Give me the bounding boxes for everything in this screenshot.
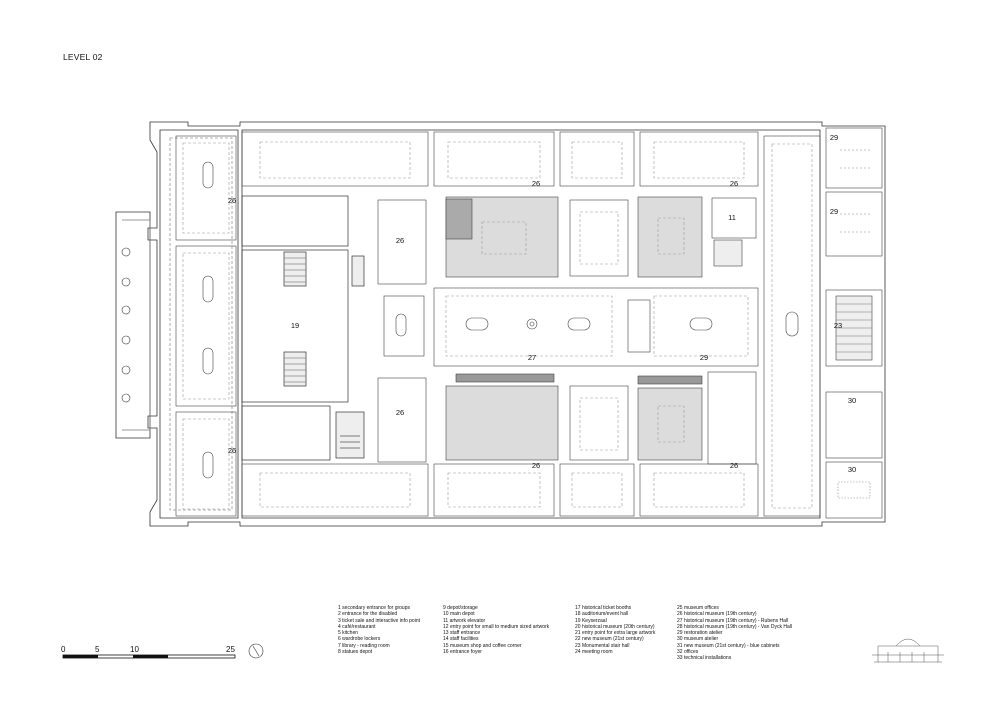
legend-item: 16 entrance foyer — [443, 649, 482, 656]
legend-item: 22 new museum (21st century) — [575, 636, 644, 643]
room-label: 26 — [228, 446, 236, 455]
scale-label: 5 — [95, 645, 100, 654]
north-galleries — [241, 131, 759, 187]
keyserzaal-block — [241, 195, 365, 461]
legend-item: 14 staff facilities — [443, 636, 479, 643]
scale-label: 10 — [130, 645, 139, 654]
legend-item: 2 entrance for the disabled — [338, 611, 398, 618]
room-label: 30 — [848, 396, 856, 405]
room-label: 26 — [396, 236, 404, 245]
room-label: 26 — [532, 179, 540, 188]
room-label: 26 — [730, 461, 738, 470]
portico-columns — [121, 247, 131, 403]
legend-item: 26 historical museum (19th century) — [677, 611, 757, 618]
page-title: LEVEL 02 — [63, 52, 103, 62]
building-keyplan-icon — [872, 638, 944, 663]
legend-item: 20 historical museum (20th century) — [575, 623, 655, 630]
legend-item: 4 café/restaurant — [338, 623, 376, 630]
legend-item: 27 historical museum (19th century) - Ru… — [677, 617, 789, 624]
room-label: 29 — [830, 133, 838, 142]
legend-item: 9 depot/storage — [443, 605, 478, 611]
legend-item: 32 offices — [677, 649, 699, 656]
legend-item: 5 kitchen — [338, 630, 359, 637]
legend-item: 13 staff entrance — [443, 630, 481, 637]
west-wing — [175, 135, 237, 517]
legend-item: 21 entry point for extra large artwork — [575, 630, 656, 637]
legend-item: 3 ticket sale and interactive info point — [338, 617, 420, 624]
room-label: 29 — [830, 207, 838, 216]
scale-label: 0 — [61, 645, 66, 654]
legend-item: 24 meeting room — [575, 649, 613, 656]
legend-item: 23 Monumental stair hall — [575, 642, 630, 649]
legend-item: 30 museum atelier — [677, 636, 719, 643]
legend-item: 7 library - reading room — [338, 642, 390, 649]
legend-item: 33 technical installations — [677, 655, 732, 662]
room-label: 11 — [728, 213, 736, 222]
legend-item: 29 restoration atelier — [677, 630, 723, 637]
scale-bar — [62, 654, 236, 659]
room-label: 26 — [532, 461, 540, 470]
south-galleries — [241, 463, 759, 517]
room-label: 30 — [848, 465, 856, 474]
room-label: 26 — [228, 196, 236, 205]
east-wing — [707, 127, 883, 519]
room-label: 27 — [528, 353, 536, 362]
legend-item: 31 new museum (21st century) - blue cabi… — [677, 642, 780, 649]
central-gallery — [377, 199, 759, 463]
room-label: 23 — [834, 321, 842, 330]
room-label: 19 — [291, 321, 299, 330]
legend-column-4: 25 museum offices 26 historical museum (… — [677, 605, 792, 662]
building-outline — [115, 121, 886, 527]
legend-item: 11 artwork elevator — [443, 617, 486, 624]
legend-item: 25 museum offices — [677, 605, 719, 611]
courtyards — [445, 196, 703, 461]
scale-label: 25 — [226, 645, 235, 654]
room-labels: 26 26 26 26 26 26 26 26 19 11 27 29 29 2… — [228, 133, 856, 474]
room-label: 29 — [700, 353, 708, 362]
legend-item: 15 museum shop and coffee corner — [443, 642, 522, 649]
legend-column-2: 9 depot/storage 10 main depot 11 artwork… — [443, 605, 549, 655]
room-label: 26 — [396, 408, 404, 417]
legend-item: 6 wardrobe lockers — [338, 636, 381, 643]
legend-column-1: 1 secondary entrance for groups 2 entran… — [338, 605, 420, 655]
legend-item: 10 main depot — [443, 611, 475, 618]
room-label: 26 — [730, 179, 738, 188]
legend-item: 12 entry point for small to medium sized… — [443, 623, 550, 630]
legend-item: 17 historical ticket booths — [575, 605, 632, 611]
north-arrow-icon — [248, 643, 264, 659]
legend-item: 19 Keyserzaal — [575, 617, 607, 624]
legend-item: 1 secondary entrance for groups — [338, 605, 410, 611]
legend-column-3: 17 historical ticket booths 18 auditoriu… — [575, 605, 655, 655]
legend-item: 28 historical museum (19th century) - Va… — [677, 623, 792, 630]
legend-item: 18 auditorium/event hall — [575, 611, 629, 618]
legend-item: 8 statues depot — [338, 649, 373, 656]
